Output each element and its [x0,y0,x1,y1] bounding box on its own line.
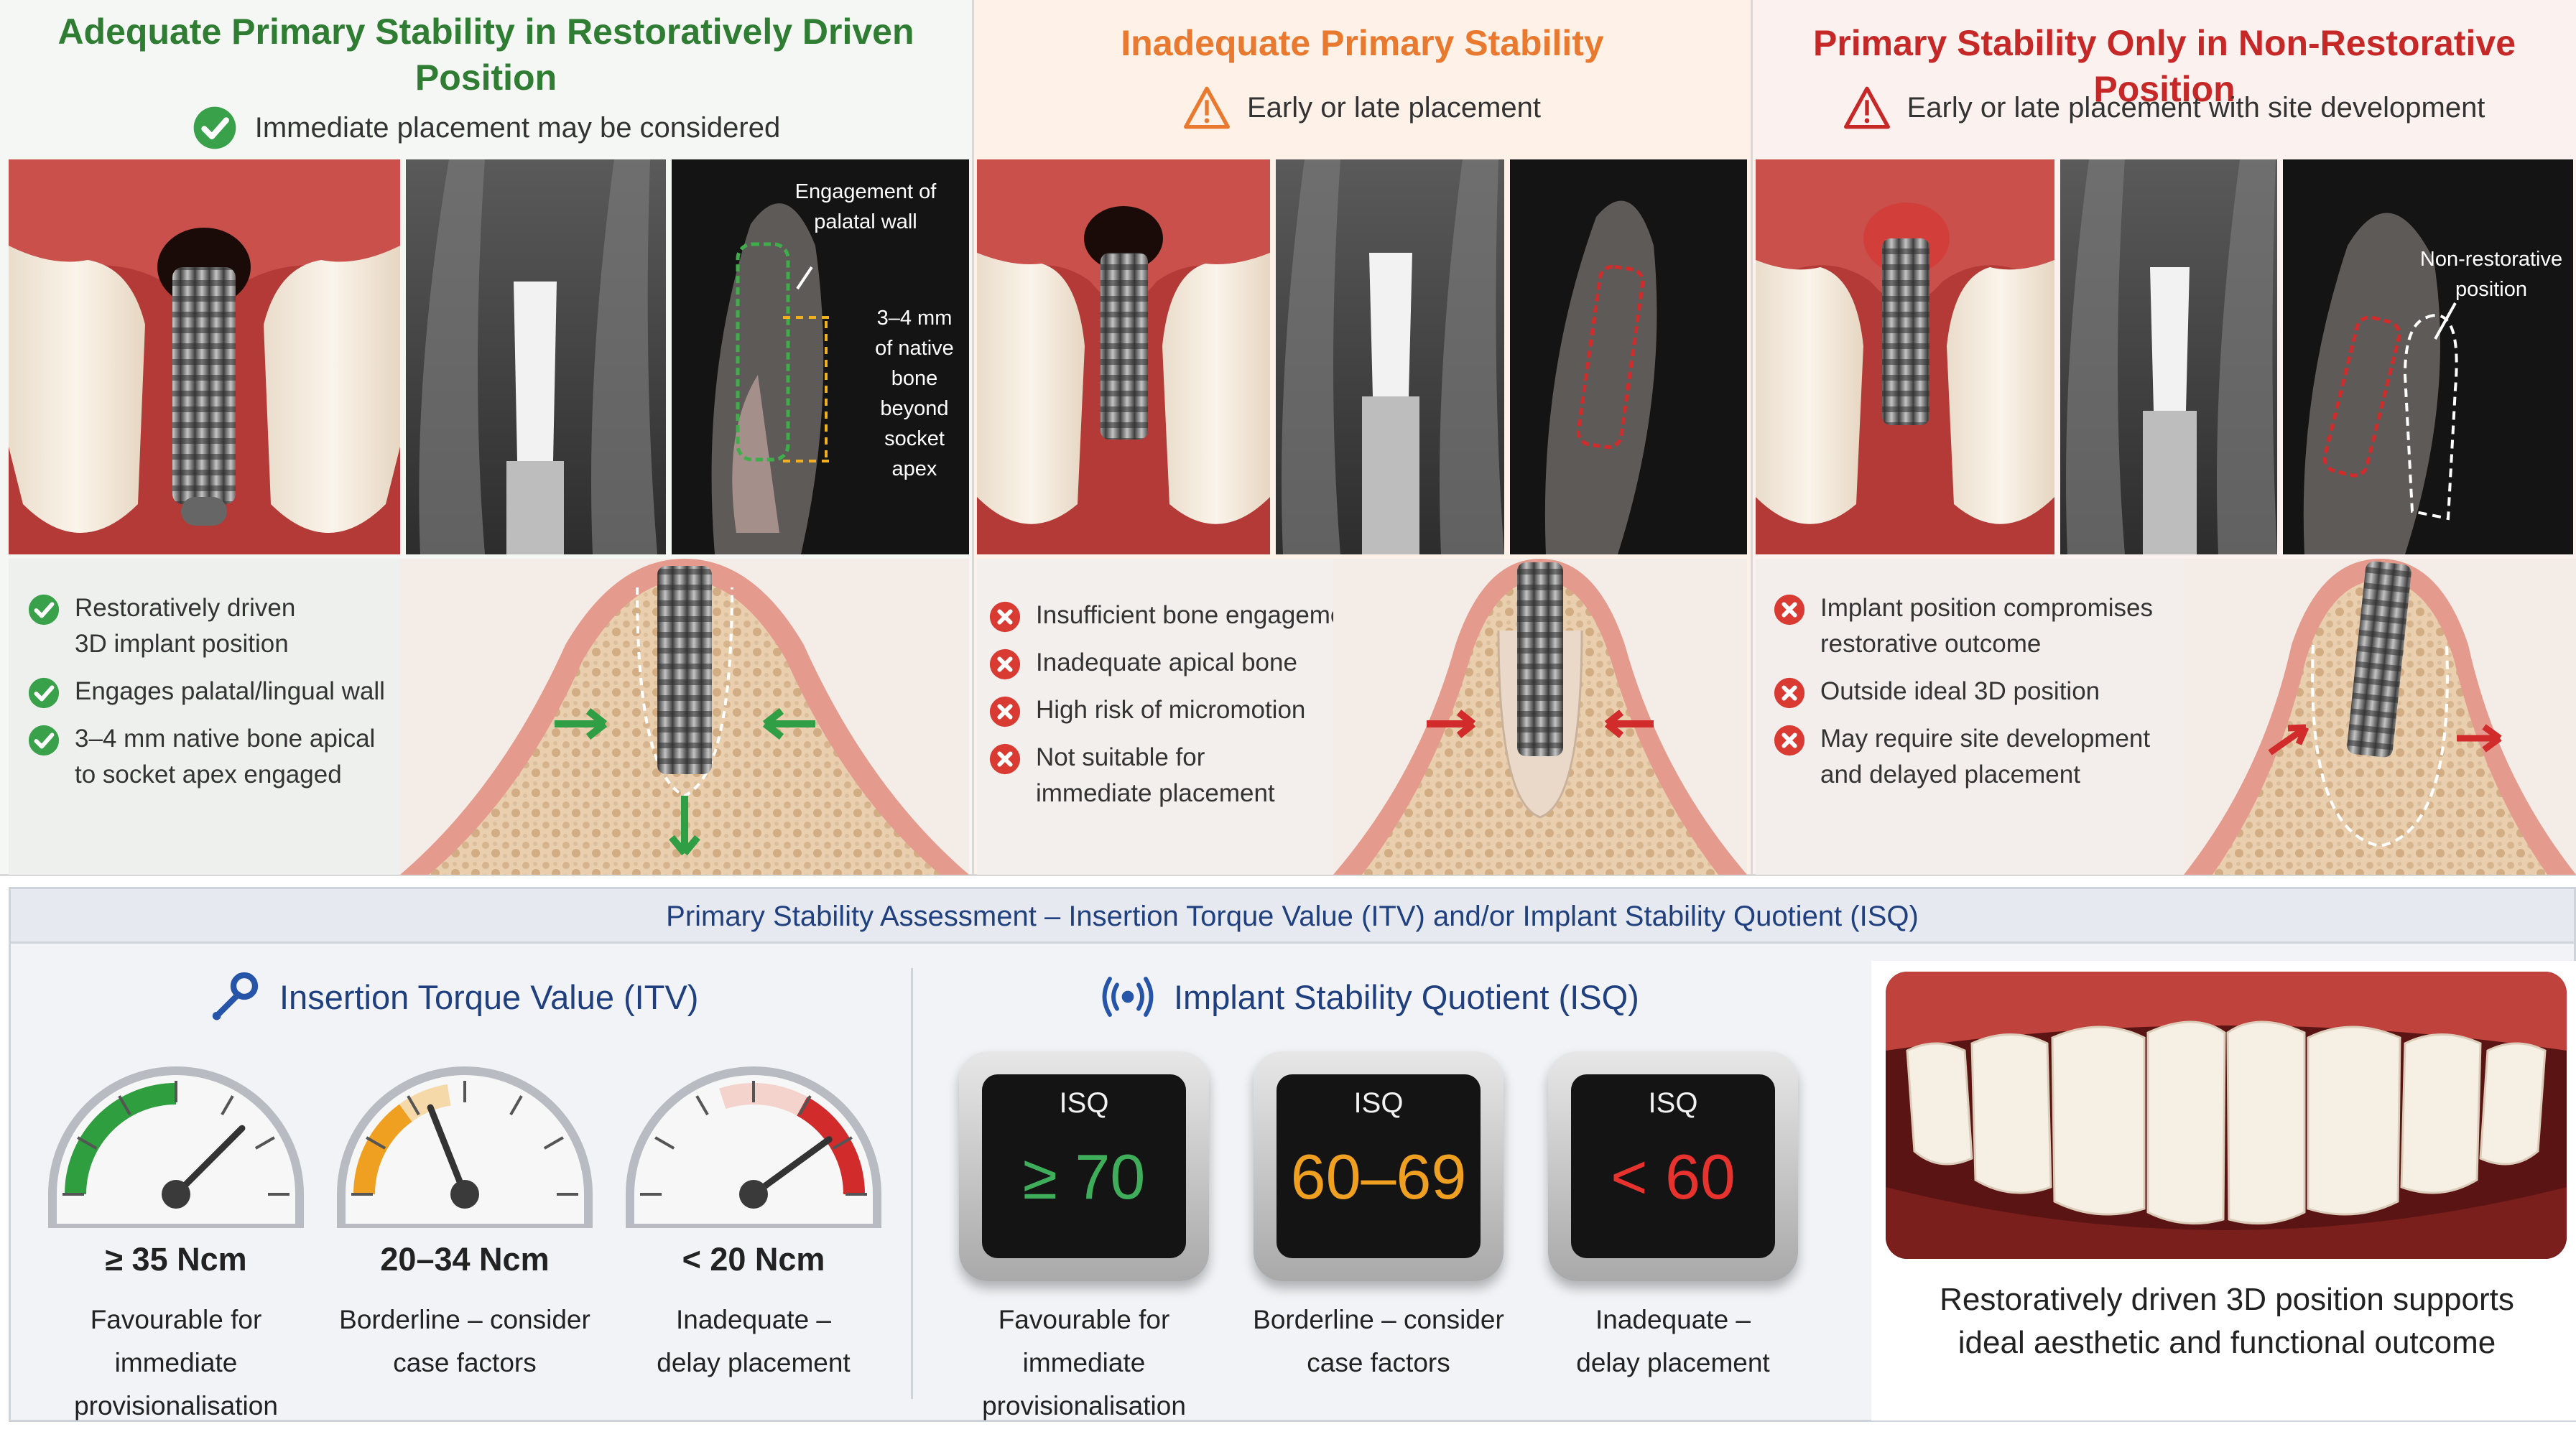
itv-heading: Insertion Torque Value (ITV) [205,968,698,1026]
isq-value: < 60 [1611,1141,1736,1212]
bone-cross-section-illustration [1333,559,1747,875]
annotation-native-bone: 3–4 mm of native bone beyond socket apex [875,307,954,480]
panel-title: Inadequate Primary Stability [1121,23,1604,63]
torque-value: ≥ 35 Ncm [105,1241,247,1278]
check-circle-icon [28,677,60,709]
bone-cross-section-illustration [2184,559,2576,875]
cbct-section: Engagement of palatal wall 3–4 mm of nat… [672,159,969,554]
assessment-title: Primary Stability Assessment – Insertion… [11,889,2574,944]
isq-caption: Inadequate –delay placement [1576,1305,1770,1377]
panel-subtitle: Early or late placement with site develo… [1753,85,2576,131]
isq-value: 60–69 [1290,1141,1467,1212]
isq-device-high: ISQ ≥ 70 [959,1051,1209,1281]
isq-label: ISQ [1648,1087,1698,1119]
panel-inadequate-stability: Inadequate Primary Stability Early or la… [974,0,1753,876]
clinical-photo [1756,159,2054,554]
panel-subtitle: Immediate placement may be considered [0,105,972,151]
x-circle-icon [989,601,1021,633]
panel-title: Primary Stability Only in Non-Restorativ… [1812,23,2516,109]
criteria-list: Insufficient bone engagement Inadequate … [988,597,1391,823]
isq-screen: ISQ 60–69 [1277,1074,1481,1258]
cbct-section [1510,159,1747,554]
isq-device-low: ISQ < 60 [1548,1051,1798,1281]
x-circle-icon [1774,677,1805,709]
panel-adequate-stability: Adequate Primary Stability in Restorativ… [0,0,974,876]
periapical-xray [1276,159,1504,554]
torque-value: 20–34 Ncm [380,1241,550,1278]
check-circle-icon [193,106,236,149]
annotation-non-restorative: Non-restorative position [2419,248,2563,301]
clinical-photo [977,159,1270,554]
final-smile-photo [1886,972,2567,1259]
periapical-xray [406,159,666,554]
x-circle-icon [1774,594,1805,626]
check-circle-icon [28,725,60,756]
wrench-icon [212,972,259,1020]
isq-value: ≥ 70 [1022,1141,1146,1212]
list-item: Engages palatal/lingual wall [27,674,397,710]
torque-gauge-borderline [328,1047,601,1234]
x-circle-icon [989,648,1021,680]
torque-gauge-high [40,1047,312,1234]
panel-non-restorative-stability: Primary Stability Only in Non-Restorativ… [1753,0,2576,876]
warning-triangle-icon [1843,86,1890,129]
list-item: High risk of micromotion [988,692,1391,728]
clinical-photo [9,159,400,554]
list-item: Inadequate apical bone [988,645,1391,681]
isq-heading: Implant Stability Quotient (ISQ) [1099,968,1639,1026]
list-item: Insufficient bone engagement [988,597,1391,633]
outcome-caption: Restoratively driven 3D position support… [1940,1282,2514,1360]
isq-screen: ISQ < 60 [1571,1074,1775,1258]
warning-triangle-icon [1183,86,1230,129]
vibration-sensor-icon [1102,977,1154,1017]
torque-gauge-low [617,1047,890,1234]
panel-subtitle: Early or late placement [974,85,1751,131]
isq-screen: ISQ ≥ 70 [982,1074,1186,1258]
bone-cross-section-illustration [400,559,969,875]
periapical-xray [2060,159,2277,554]
bullet-area [9,559,400,875]
isq-device-borderline: ISQ 60–69 [1254,1051,1504,1281]
stability-assessment-section: Primary Stability Assessment – Insertion… [9,887,2576,1422]
torque-caption: Inadequate –delay placement [657,1305,851,1377]
x-circle-icon [1774,725,1805,756]
isq-label: ISQ [1059,1087,1109,1119]
panel-title: Adequate Primary Stability in Restorativ… [57,11,914,98]
annotation-palatal-wall: Engagement of palatal wall [794,180,937,233]
isq-label: ISQ [1353,1087,1404,1119]
x-circle-icon [989,696,1021,727]
x-circle-icon [989,743,1021,775]
torque-value: < 20 Ncm [682,1241,825,1278]
check-circle-icon [28,594,60,626]
cbct-section: Non-restorative position [2283,159,2573,554]
list-item: Outside ideal 3D position [1773,674,2218,710]
section-divider [911,968,913,1399]
